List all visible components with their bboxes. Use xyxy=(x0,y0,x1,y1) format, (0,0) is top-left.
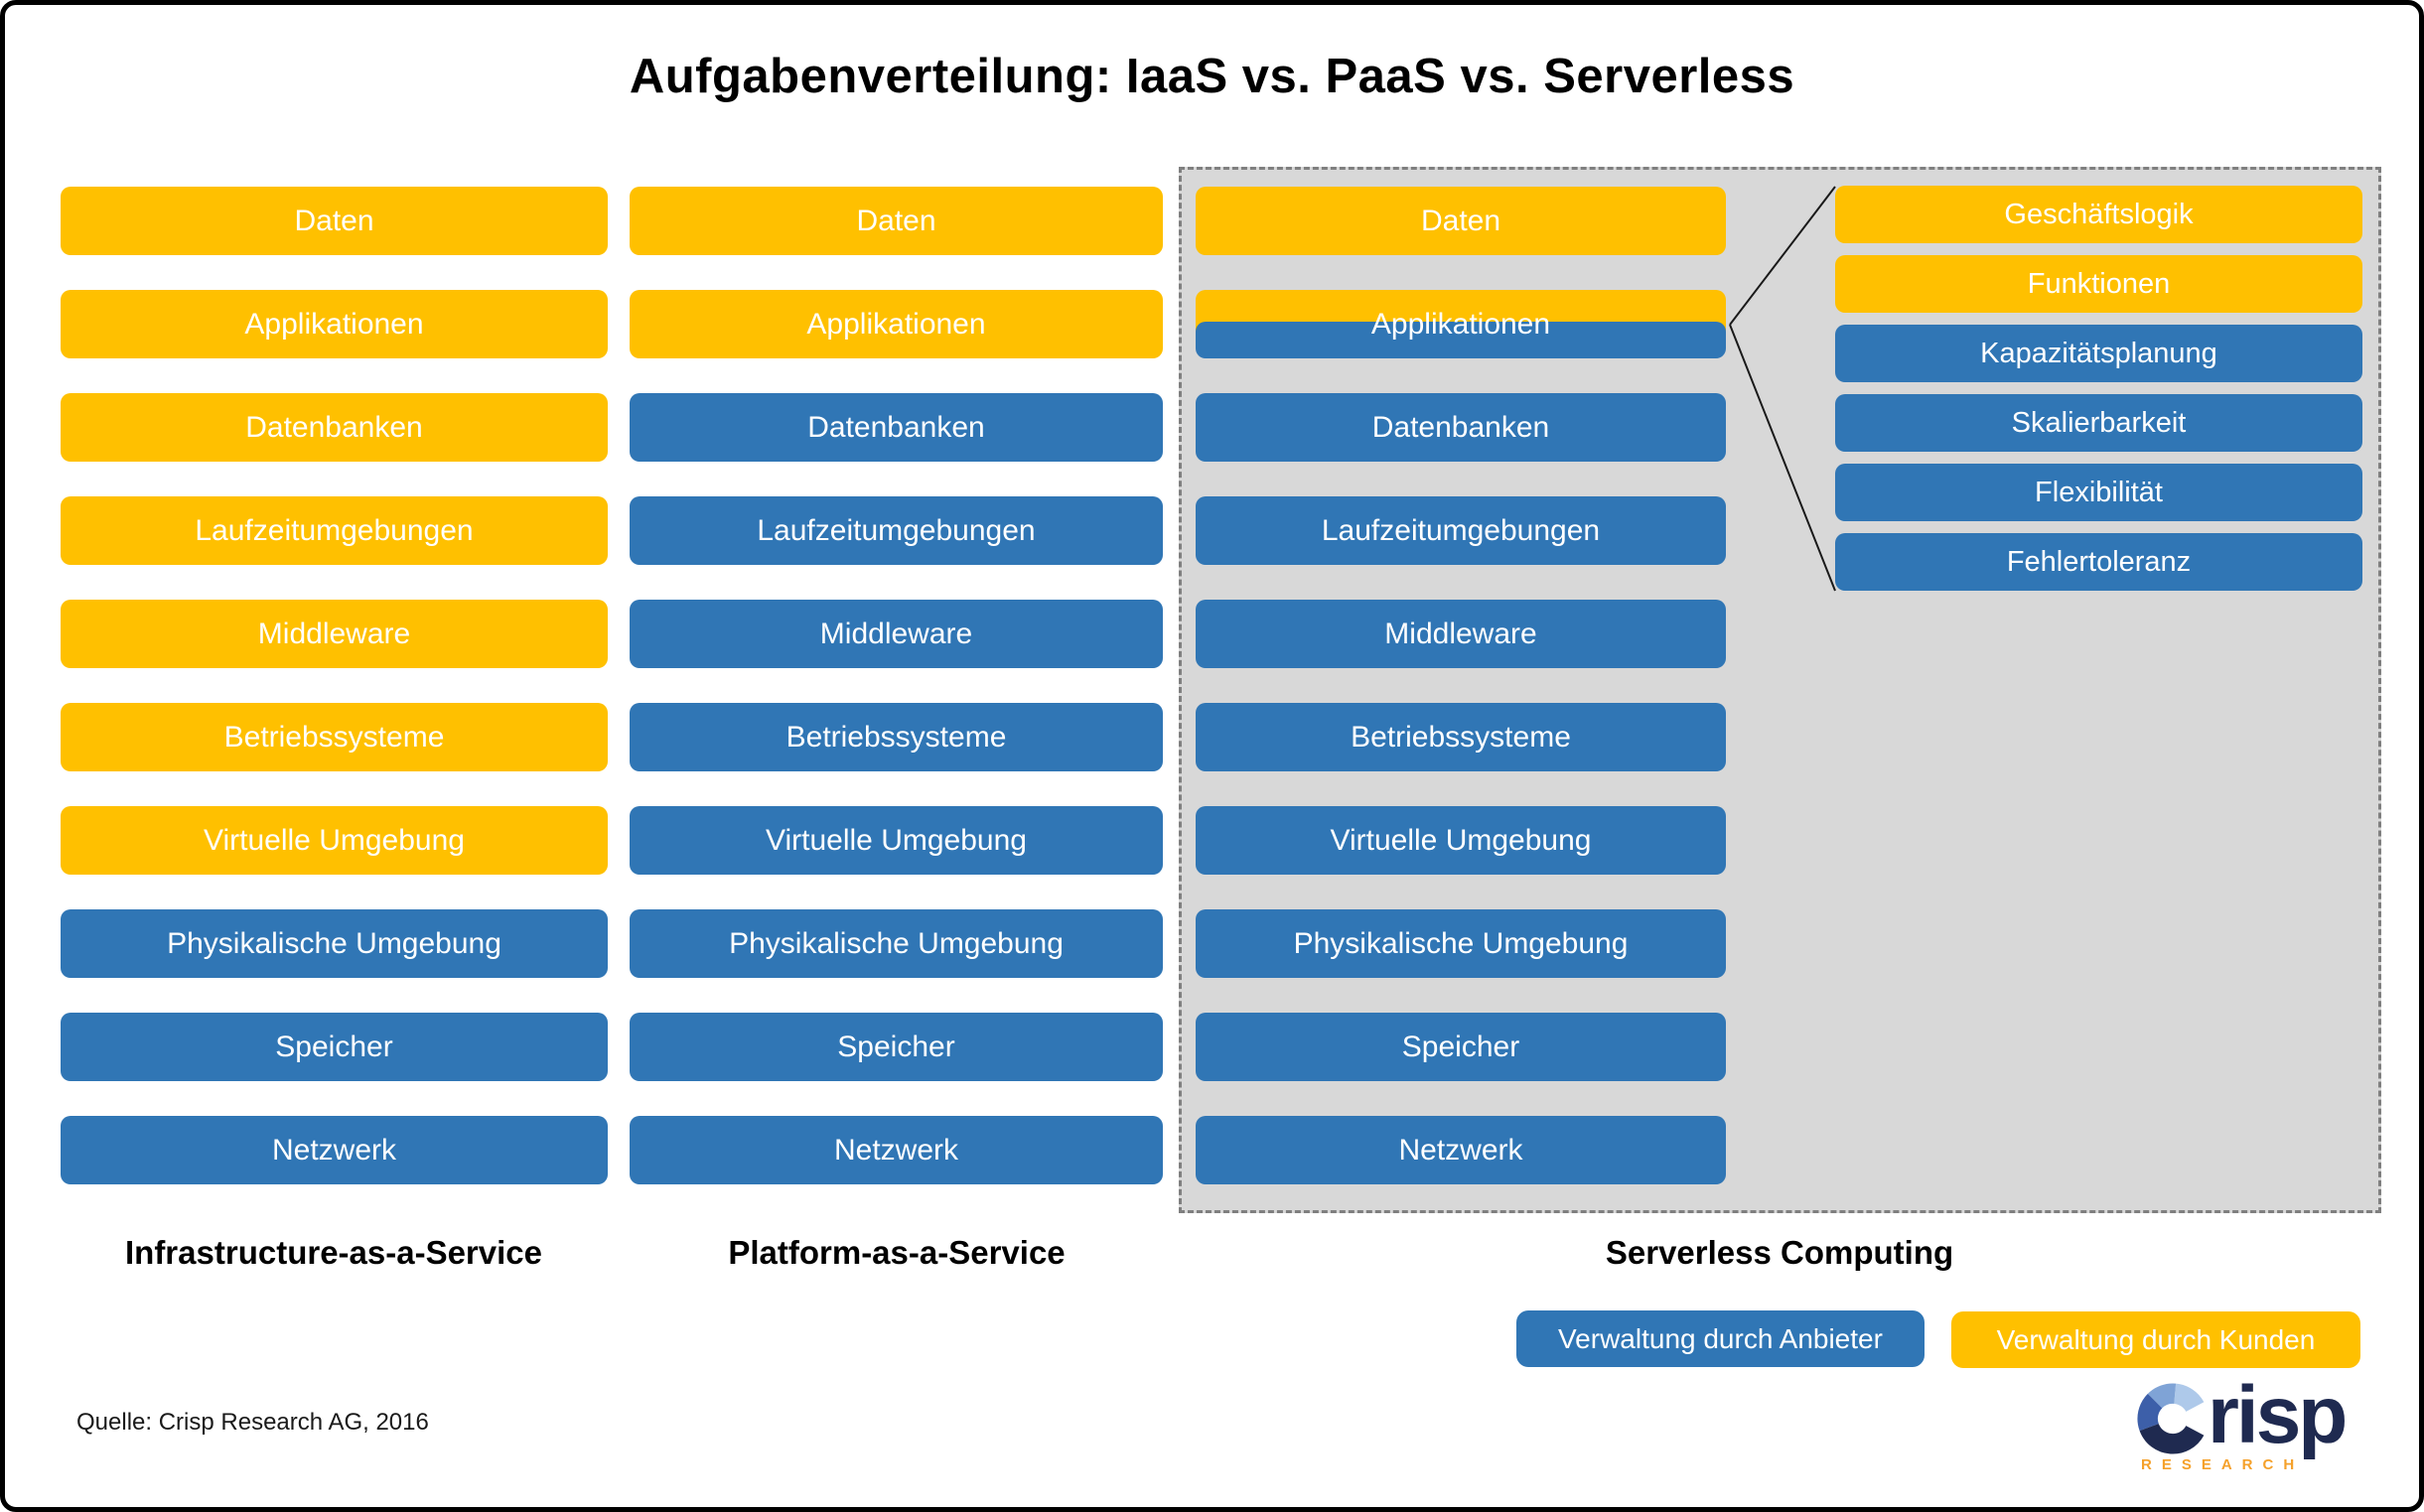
detail-bar-flexibilit-t: Flexibilität xyxy=(1835,464,2362,521)
split-provider-part xyxy=(1196,322,1726,358)
bar-label: Datenbanken xyxy=(245,410,423,444)
iaas-bar-applikationen: Applikationen xyxy=(61,290,608,358)
iaas-bar-daten: Daten xyxy=(61,187,608,255)
serverless-bar-speicher: Speicher xyxy=(1196,1013,1726,1081)
serverless-bar-physikalische-umgebung: Physikalische Umgebung xyxy=(1196,909,1726,978)
bar-label: Applikationen xyxy=(244,307,424,341)
logo-risp-text: risp xyxy=(2208,1370,2348,1460)
bar-label: Betriebssysteme xyxy=(785,720,1007,754)
bar-label: Fehlertoleranz xyxy=(2006,545,2192,578)
paas-bar-physikalische-umgebung: Physikalische Umgebung xyxy=(630,909,1163,978)
bar-label: Virtuelle Umgebung xyxy=(1330,823,1592,857)
bar-label: Middleware xyxy=(257,617,411,650)
serverless-bar-virtuelle-umgebung: Virtuelle Umgebung xyxy=(1196,806,1726,875)
paas-bar-betriebssysteme: Betriebssysteme xyxy=(630,703,1163,771)
bar-label: Datenbanken xyxy=(807,410,985,444)
paas-bar-netzwerk: Netzwerk xyxy=(630,1116,1163,1184)
detail-bar-skalierbarkeit: Skalierbarkeit xyxy=(1835,394,2362,452)
bar-label: Applikationen xyxy=(806,307,986,341)
bar-label: Betriebssysteme xyxy=(1351,720,1571,754)
iaas-bar-netzwerk: Netzwerk xyxy=(61,1116,608,1184)
serverless-caption: Serverless Computing xyxy=(1605,1234,1954,1271)
bar-label: Laufzeitumgebungen xyxy=(195,513,474,547)
crisp-research-logo: risp RESEARCH xyxy=(2136,1370,2348,1473)
iaas-bar-middleware: Middleware xyxy=(61,600,608,668)
bar-label: Physikalische Umgebung xyxy=(167,926,501,960)
paas-caption: Platform-as-a-Service xyxy=(728,1234,1066,1271)
bar-label: Daten xyxy=(1420,204,1501,237)
bar-label: Physikalische Umgebung xyxy=(729,926,1064,960)
bar-label: Flexibilität xyxy=(2035,476,2163,508)
logo-research-text: RESEARCH xyxy=(2141,1456,2305,1473)
bar-label: Funktionen xyxy=(2027,267,2171,300)
serverless-bar-applikationen: Applikationen xyxy=(1196,290,1726,358)
bar-label: Middleware xyxy=(819,617,973,650)
paas-bar-datenbanken: Datenbanken xyxy=(630,393,1163,462)
bar-label: Netzwerk xyxy=(1398,1133,1523,1167)
bar-label: Netzwerk xyxy=(833,1133,959,1167)
serverless-bar-netzwerk: Netzwerk xyxy=(1196,1116,1726,1184)
bar-label: Virtuelle Umgebung xyxy=(204,823,465,857)
legend-customer: Verwaltung durch Kunden xyxy=(1951,1311,2360,1368)
paas-bar-laufzeitumgebungen: Laufzeitumgebungen xyxy=(630,496,1163,565)
iaas-bar-physikalische-umgebung: Physikalische Umgebung xyxy=(61,909,608,978)
iaas-bar-speicher: Speicher xyxy=(61,1013,608,1081)
bar-label: Laufzeitumgebungen xyxy=(757,513,1036,547)
detail-bar-fehlertoleranz: Fehlertoleranz xyxy=(1835,533,2362,591)
bar-label: Virtuelle Umgebung xyxy=(766,823,1027,857)
detail-bar-gesch-ftslogik: Geschäftslogik xyxy=(1835,186,2362,243)
legend-provider: Verwaltung durch Anbieter xyxy=(1516,1310,1925,1367)
serverless-bar-middleware: Middleware xyxy=(1196,600,1726,668)
iaas-bar-datenbanken: Datenbanken xyxy=(61,393,608,462)
bar-label: Middleware xyxy=(1384,617,1537,650)
iaas-bar-laufzeitumgebungen: Laufzeitumgebungen xyxy=(61,496,608,565)
iaas-bar-virtuelle-umgebung: Virtuelle Umgebung xyxy=(61,806,608,875)
paas-bar-daten: Daten xyxy=(630,187,1163,255)
bar-label: Laufzeitumgebungen xyxy=(1321,513,1601,547)
bar-label: Speicher xyxy=(837,1030,955,1063)
bar-label: Netzwerk xyxy=(271,1133,397,1167)
bar-label: Kapazitätsplanung xyxy=(1980,337,2217,369)
logo-wordmark: risp xyxy=(2136,1370,2348,1460)
source-note: Quelle: Crisp Research AG, 2016 xyxy=(76,1409,429,1436)
logo-c-icon xyxy=(2137,1383,2205,1454)
bar-label: Daten xyxy=(856,204,936,237)
iaas-caption: Infrastructure-as-a-Service xyxy=(124,1234,543,1271)
bar-label: Speicher xyxy=(1401,1030,1520,1063)
paas-bar-middleware: Middleware xyxy=(630,600,1163,668)
bar-label: Speicher xyxy=(275,1030,393,1063)
bar-label: Betriebssysteme xyxy=(223,720,445,754)
paas-bar-virtuelle-umgebung: Virtuelle Umgebung xyxy=(630,806,1163,875)
bar-label: Physikalische Umgebung xyxy=(1293,926,1629,960)
bar-label: Daten xyxy=(294,204,374,237)
paas-bar-speicher: Speicher xyxy=(630,1013,1163,1081)
serverless-bar-laufzeitumgebungen: Laufzeitumgebungen xyxy=(1196,496,1726,565)
bar-label: Datenbanken xyxy=(1371,410,1550,444)
iaas-bar-betriebssysteme: Betriebssysteme xyxy=(61,703,608,771)
detail-bar-funktionen: Funktionen xyxy=(1835,255,2362,313)
bar-label: Applikationen xyxy=(1370,307,1551,341)
paas-bar-applikationen: Applikationen xyxy=(630,290,1163,358)
serverless-bar-datenbanken: Datenbanken xyxy=(1196,393,1726,462)
detail-bar-kapazit-tsplanung: Kapazitätsplanung xyxy=(1835,325,2362,382)
bar-label: Skalierbarkeit xyxy=(2011,406,2187,439)
serverless-bar-betriebssysteme: Betriebssysteme xyxy=(1196,703,1726,771)
page-title: Aufgabenverteilung: IaaS vs. PaaS vs. Se… xyxy=(629,50,1795,103)
bar-label: Geschäftslogik xyxy=(2004,198,2194,230)
serverless-bar-daten: Daten xyxy=(1196,187,1726,255)
